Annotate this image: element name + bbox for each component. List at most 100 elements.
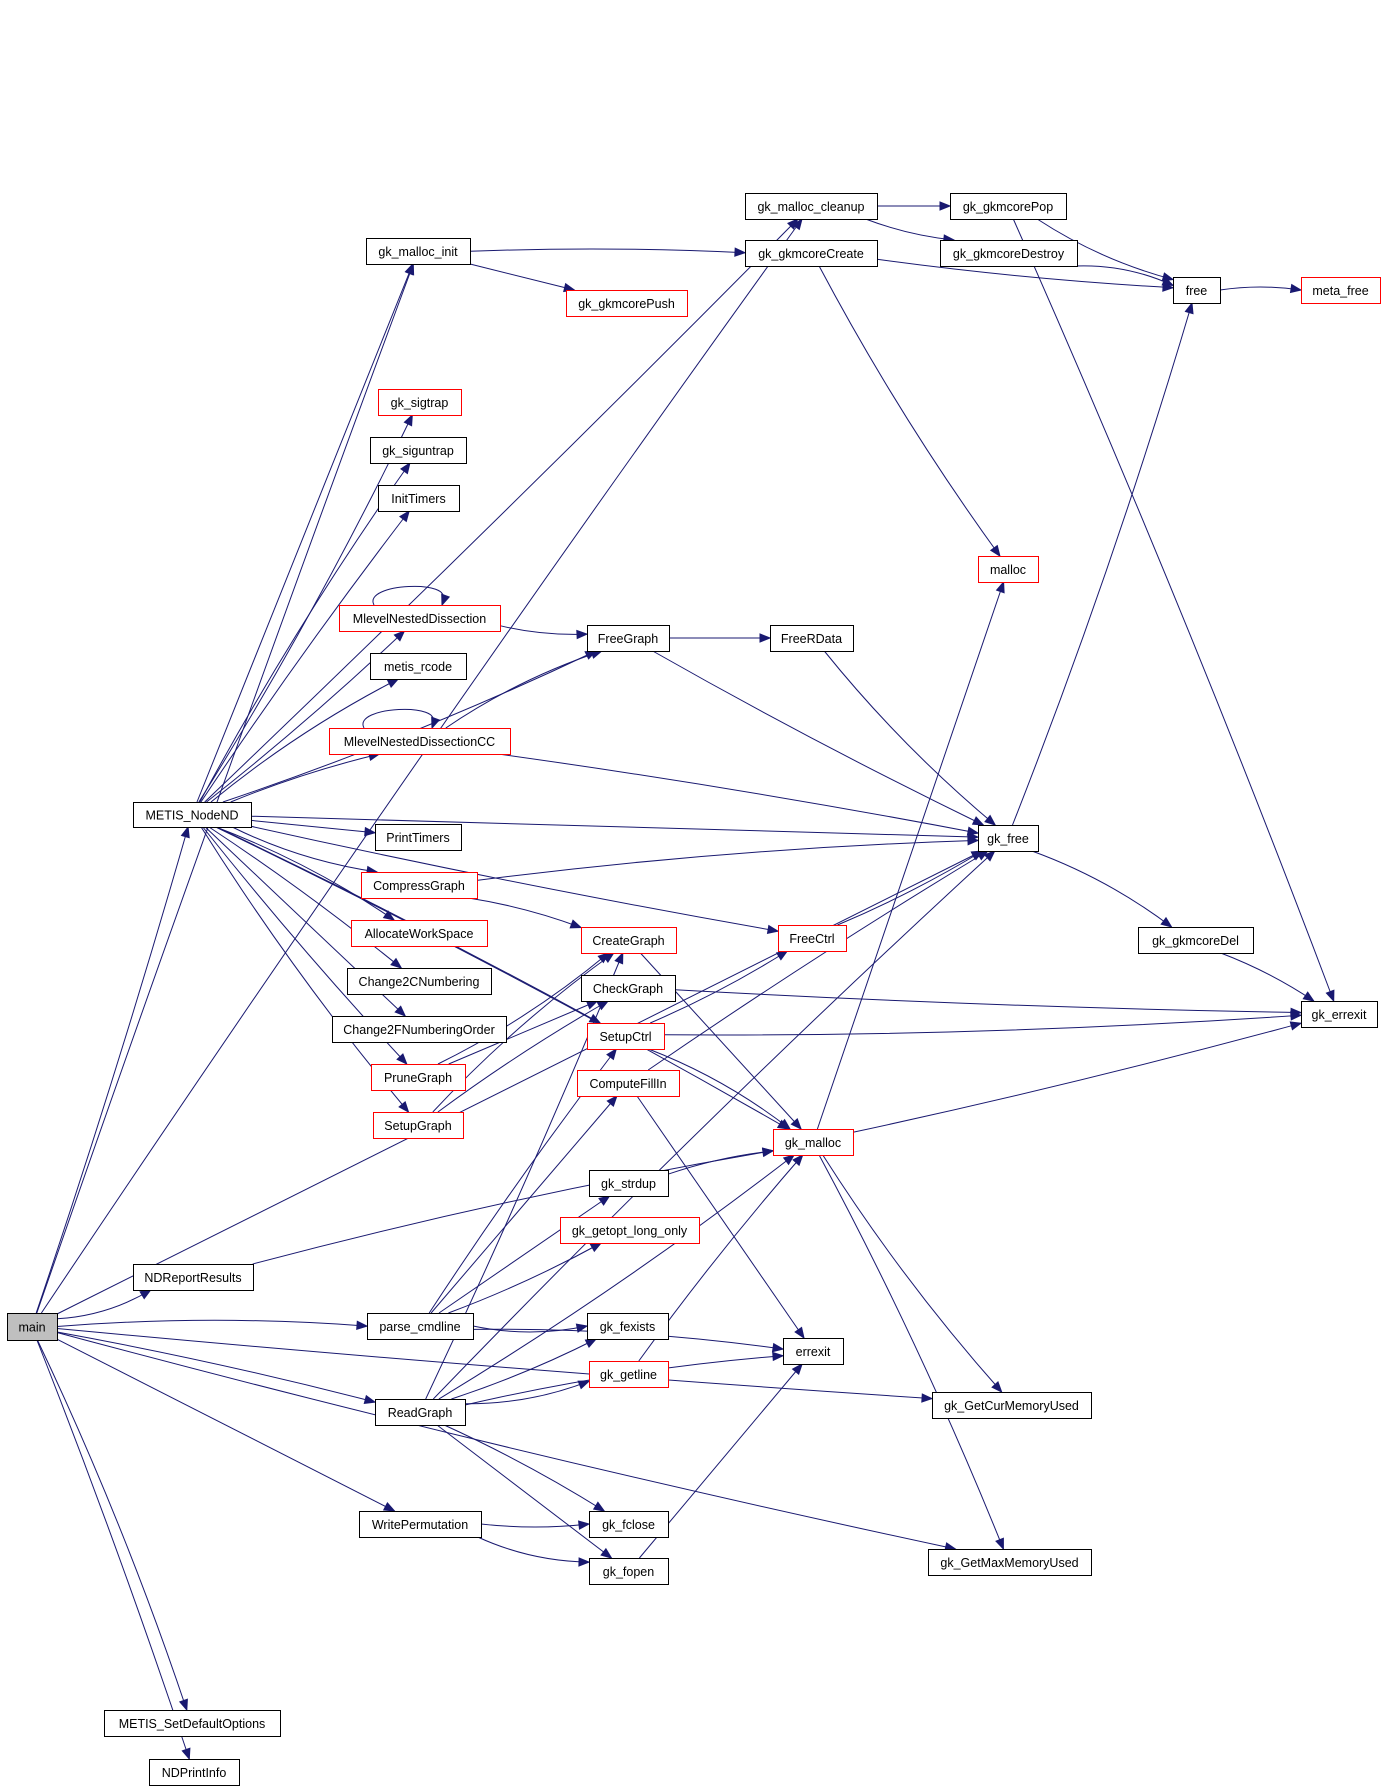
node-ndreport-results[interactable]: NDReportResults bbox=[133, 1264, 254, 1291]
node-gk-siguntrap[interactable]: gk_siguntrap bbox=[370, 437, 467, 464]
edge-ndreport-results-to-gk-malloc bbox=[252, 1147, 775, 1265]
node-box bbox=[329, 728, 511, 755]
node-prune-graph[interactable]: PruneGraph bbox=[371, 1064, 466, 1091]
edge-parse-cmdline-to-gk-getopt-long-only bbox=[448, 1242, 603, 1314]
arrowhead-icon bbox=[614, 951, 624, 965]
node-meta-free[interactable]: meta_free bbox=[1301, 277, 1381, 304]
node-ndprint-info[interactable]: NDPrintInfo bbox=[149, 1759, 240, 1786]
node-metis-rcode[interactable]: metis_rcode bbox=[370, 653, 467, 680]
edge-line bbox=[448, 1242, 602, 1314]
node-gk-malloc-cleanup[interactable]: gk_malloc_cleanup bbox=[745, 193, 878, 220]
node-metis-set-default-options[interactable]: METIS_SetDefaultOptions bbox=[104, 1710, 281, 1737]
edge-gk-malloc-init-to-gk-gkmcore-create bbox=[469, 247, 747, 257]
node-gk-strdup[interactable]: gk_strdup bbox=[589, 1170, 669, 1197]
arrowhead-icon bbox=[139, 1289, 152, 1300]
arrowhead-icon bbox=[396, 1053, 408, 1065]
edge-compress-graph-to-create-graph bbox=[468, 897, 583, 929]
node-main[interactable]: main bbox=[7, 1313, 58, 1341]
node-malloc[interactable]: malloc bbox=[978, 556, 1039, 583]
node-label: METIS_NodeND bbox=[145, 809, 238, 823]
node-check-graph[interactable]: CheckGraph bbox=[581, 975, 676, 1002]
edge-line bbox=[430, 1095, 618, 1314]
node-gk-fclose[interactable]: gk_fclose bbox=[589, 1511, 669, 1538]
edge-gk-malloc-init-to-gk-gkmcore-push bbox=[469, 263, 576, 293]
node-box bbox=[339, 605, 501, 632]
node-metis-node-nd[interactable]: METIS_NodeND bbox=[133, 802, 252, 828]
edge-line bbox=[852, 1022, 1302, 1133]
node-gk-sigtrap[interactable]: gk_sigtrap bbox=[378, 389, 462, 416]
node-mlevel-nested-dissection[interactable]: MlevelNestedDissection bbox=[339, 605, 501, 632]
edge-line bbox=[472, 1325, 588, 1333]
node-change2-fnumbering-order[interactable]: Change2FNumberingOrder bbox=[332, 1016, 507, 1043]
node-gk-gkmcore-del[interactable]: gk_gkmcoreDel bbox=[1138, 927, 1254, 954]
edge-main-to-read-graph bbox=[56, 1331, 377, 1404]
node-read-graph[interactable]: ReadGraph bbox=[375, 1399, 466, 1426]
node-box bbox=[783, 1338, 844, 1365]
node-gk-malloc[interactable]: gk_malloc bbox=[773, 1129, 854, 1156]
node-setup-graph[interactable]: SetupGraph bbox=[373, 1112, 464, 1139]
node-create-graph[interactable]: CreateGraph bbox=[581, 927, 677, 954]
node-label: FreeRData bbox=[781, 632, 842, 646]
node-gk-get-cur-memory-used[interactable]: gk_GetCurMemoryUsed bbox=[932, 1392, 1092, 1419]
node-label: AllocateWorkSpace bbox=[365, 927, 474, 941]
node-free-graph[interactable]: FreeGraph bbox=[587, 625, 670, 652]
node-parse-cmdline[interactable]: parse_cmdline bbox=[367, 1313, 474, 1340]
node-gk-malloc-init[interactable]: gk_malloc_init bbox=[366, 238, 471, 265]
node-gk-gkmcore-create[interactable]: gk_gkmcoreCreate bbox=[745, 240, 878, 267]
node-free-rdata[interactable]: FreeRData bbox=[770, 625, 854, 652]
edge-free-rdata-to-gk-free bbox=[823, 650, 997, 826]
edge-line bbox=[499, 625, 588, 635]
node-free-ctrl[interactable]: FreeCtrl bbox=[778, 925, 847, 952]
edge-metis-node-nd-to-free-ctrl bbox=[250, 825, 780, 935]
arrowhead-icon bbox=[1302, 991, 1315, 1002]
node-label: ComputeFillIn bbox=[589, 1077, 666, 1091]
edge-line bbox=[1031, 850, 1172, 928]
edge-line bbox=[56, 1332, 956, 1550]
edge-line bbox=[432, 850, 996, 1400]
node-label: gk_gkmcorePop bbox=[963, 200, 1053, 214]
node-gk-get-max-memory-used[interactable]: gk_GetMaxMemoryUsed bbox=[928, 1549, 1092, 1576]
edge-line bbox=[647, 850, 989, 1071]
node-free[interactable]: free bbox=[1173, 277, 1221, 304]
node-compress-graph[interactable]: CompressGraph bbox=[361, 872, 478, 899]
edge-line bbox=[1219, 286, 1302, 291]
node-gk-free[interactable]: gk_free bbox=[978, 825, 1039, 852]
arrowhead-icon bbox=[382, 910, 396, 921]
node-label: gk_fopen bbox=[603, 1565, 654, 1579]
node-label: gk_getline bbox=[600, 1368, 657, 1382]
arrowhead-icon bbox=[431, 716, 441, 730]
node-box bbox=[566, 290, 688, 317]
node-gk-errexit[interactable]: gk_errexit bbox=[1301, 1001, 1378, 1028]
node-gk-fopen[interactable]: gk_fopen bbox=[589, 1558, 669, 1585]
arrowhead-icon bbox=[966, 826, 980, 836]
edge-line bbox=[1036, 218, 1174, 280]
edge-line bbox=[196, 263, 414, 803]
node-gk-getopt-long-only[interactable]: gk_getopt_long_only bbox=[560, 1217, 700, 1244]
node-change2-cnumbering[interactable]: Change2CNumbering bbox=[347, 968, 492, 995]
edge-gk-gkmcore-pop-to-gk-errexit bbox=[1012, 218, 1335, 1003]
node-write-permutation[interactable]: WritePermutation bbox=[359, 1511, 482, 1538]
node-setup-ctrl[interactable]: SetupCtrl bbox=[587, 1023, 665, 1050]
node-box bbox=[366, 238, 471, 265]
node-init-timers[interactable]: InitTimers bbox=[378, 485, 460, 512]
node-print-timers[interactable]: PrintTimers bbox=[375, 824, 462, 851]
arrowhead-icon bbox=[382, 1502, 396, 1512]
node-gk-gkmcore-pop[interactable]: gk_gkmcorePop bbox=[950, 193, 1067, 220]
node-compute-fill-in[interactable]: ComputeFillIn bbox=[577, 1070, 680, 1097]
node-allocate-work-space[interactable]: AllocateWorkSpace bbox=[351, 920, 488, 947]
edge-line bbox=[1012, 302, 1193, 826]
node-gk-fexists[interactable]: gk_fexists bbox=[587, 1313, 669, 1340]
node-errexit[interactable]: errexit bbox=[783, 1338, 844, 1365]
node-label: gk_gkmcoreCreate bbox=[758, 247, 864, 261]
edge-mlevel-nested-dissection-cc-to-gk-free bbox=[498, 753, 980, 836]
edge-line bbox=[451, 1338, 597, 1400]
edge-line bbox=[200, 510, 410, 803]
node-label: gk_gkmcorePush bbox=[578, 297, 675, 311]
node-gk-getline[interactable]: gk_getline bbox=[589, 1361, 669, 1388]
node-gk-gkmcore-push[interactable]: gk_gkmcorePush bbox=[566, 290, 688, 317]
node-gk-gkmcore-destroy[interactable]: gk_gkmcoreDestroy bbox=[940, 240, 1078, 267]
node-label: gk_malloc_cleanup bbox=[757, 200, 864, 214]
edge-main-to-ndreport-results bbox=[56, 1289, 152, 1320]
node-mlevel-nested-dissection-cc[interactable]: MlevelNestedDissectionCC bbox=[329, 728, 511, 755]
